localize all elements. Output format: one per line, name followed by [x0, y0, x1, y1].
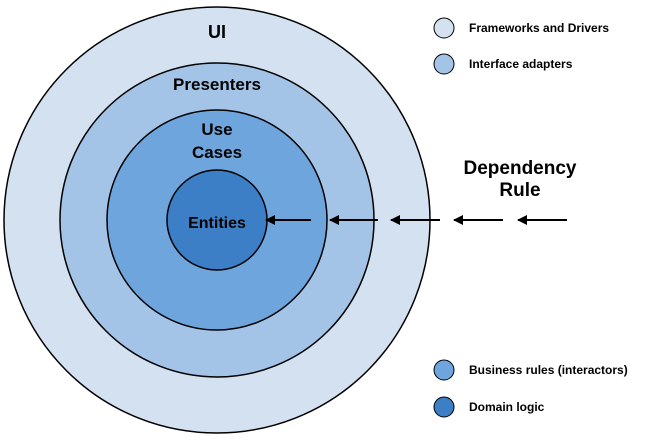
- ring-label-use: Use: [201, 120, 232, 139]
- legend-swatch-domain: [433, 396, 455, 418]
- legend-label-domain: Domain logic: [469, 400, 545, 414]
- dependency-rule-line1: Dependency: [464, 158, 577, 179]
- ring-label-entities: Entities: [188, 215, 246, 232]
- legend-swatch-business: [433, 359, 455, 381]
- legend-label-adapters: Interface adapters: [469, 57, 573, 71]
- dependency-rule-line2: Rule: [499, 180, 540, 201]
- ring-label-ui: UI: [208, 22, 226, 42]
- legend-swatch-adapters: [433, 53, 455, 75]
- ring-label-presenters: Presenters: [173, 75, 261, 94]
- ring-label-cases: Cases: [192, 143, 242, 162]
- legend-label-frameworks: Frameworks and Drivers: [469, 21, 609, 35]
- legend-swatch-frameworks: [433, 17, 455, 39]
- legend-label-business: Business rules (interactors): [469, 363, 628, 377]
